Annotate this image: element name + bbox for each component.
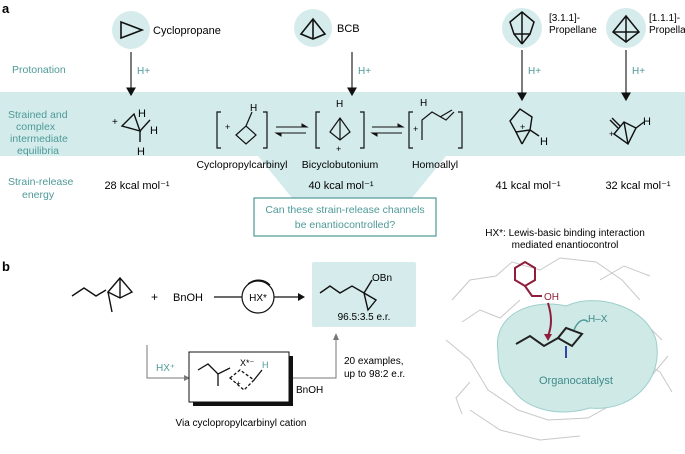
- benzyl-group: [514, 260, 542, 297]
- proton-h: H: [138, 108, 146, 120]
- row-label-protonation: Protonation: [12, 64, 66, 76]
- proton-h: H: [643, 116, 651, 128]
- cation-sign: +: [112, 117, 118, 128]
- catalyst-label: HX*: [249, 293, 267, 304]
- energy-value: 28 kcal mol⁻¹: [104, 180, 169, 192]
- substrate-bcb-structure: [71, 276, 134, 313]
- proton-h: H: [150, 125, 158, 137]
- substrate-label-p111: [1.1.1]-: [649, 13, 680, 24]
- protonation-arrowhead: [126, 87, 136, 97]
- energy-value: 40 kcal mol⁻¹: [308, 180, 373, 192]
- p111-structure: [611, 14, 641, 43]
- cation-sign: +: [336, 144, 341, 154]
- bracket-homoallyl: [408, 109, 463, 149]
- reagent-label: H+: [632, 66, 645, 77]
- scope-text: up to 98:2 e.r.: [344, 369, 405, 380]
- reagent-label: H+: [528, 66, 541, 77]
- protonated-cyclopropane-structure: [120, 112, 151, 142]
- row-label-strain: energy: [22, 189, 55, 201]
- binding-caption: HX*: Lewis-basic binding interaction: [485, 228, 645, 239]
- oh-label: OH: [544, 292, 559, 303]
- hx-bond-label: H–X: [588, 314, 608, 325]
- energy-value: 41 kcal mol⁻¹: [495, 180, 560, 192]
- intermediate-label: Homoallyl: [412, 159, 458, 171]
- p311-structure: [509, 11, 535, 45]
- binding-caption: mediated enantiocontrol: [512, 240, 619, 251]
- proton-h: H: [420, 98, 427, 109]
- question-box: [253, 197, 437, 237]
- cyclopropane-structure: [120, 20, 145, 40]
- plus-sign: +: [151, 290, 158, 304]
- mechanism-arrowhead: [333, 333, 339, 340]
- hx-label: HX⁺: [156, 363, 175, 374]
- bcb-structure: [299, 17, 327, 40]
- question-text: Can these strain-release channels: [265, 204, 424, 216]
- proton-h: H: [262, 360, 269, 370]
- reagent-label: H+: [358, 66, 371, 77]
- panel-b-label: b: [2, 259, 10, 274]
- catalyst-cycle-arc: [247, 279, 271, 286]
- substrate-label-bcb: BCB: [337, 23, 360, 35]
- cation-sign: +: [520, 122, 525, 132]
- protonation-arrowhead: [621, 92, 631, 102]
- product-er: 96.5:3.5 e.r.: [338, 312, 391, 323]
- substrate-label-cyclopropane: Cyclopropane: [153, 25, 221, 37]
- reagent-label: H+: [137, 66, 150, 77]
- row-label-equilibria: Strained and: [8, 109, 68, 121]
- protonated-p311-structure: [509, 108, 540, 145]
- row-label-strain: Strain-release: [8, 176, 74, 188]
- cation-intermediate-structure: [197, 363, 263, 391]
- organocatalyst-label: Organocatalyst: [539, 375, 613, 387]
- proton-h: H: [540, 136, 548, 148]
- substrate-label-p111: Propellane: [649, 25, 685, 36]
- row-label-equilibria: intermediate: [10, 133, 68, 145]
- binding-arrowhead: [544, 334, 552, 341]
- bnoh-reagent: BnOH: [173, 292, 203, 304]
- proton-transfer-arrow: [573, 319, 589, 331]
- bracket-bicyclobutonium: [315, 111, 365, 149]
- equilibria-band: [0, 92, 685, 156]
- catalyst-cycle-circle: [241, 280, 275, 314]
- substrate-label-p311: Propellane: [549, 25, 597, 36]
- reaction-arrowhead: [298, 293, 305, 301]
- substrate-circle-cyclopropane: [112, 11, 150, 49]
- question-text: be enantiocontrolled?: [295, 219, 396, 231]
- bnoh-step-label: BnOH: [296, 385, 323, 396]
- funnel-shape: [258, 156, 446, 198]
- bracket-cyclopropylcarbinyl: [216, 111, 268, 149]
- cation-sign: +: [413, 124, 418, 134]
- proton-h: H: [250, 103, 257, 114]
- via-label: Via cyclopropylcarbinyl cation: [176, 418, 307, 429]
- row-label-equilibria: equilibria: [17, 145, 59, 157]
- product-structure: [319, 279, 378, 312]
- intermediate-box: [188, 351, 290, 403]
- cation-sign: +: [225, 122, 230, 132]
- proton-h: H: [336, 99, 343, 110]
- equilibrium-arrows: [274, 123, 309, 137]
- protonation-arrowhead: [347, 87, 357, 97]
- organocatalyst-blob: [496, 300, 658, 413]
- intermediate-label: Cyclopropylcarbinyl: [196, 159, 287, 171]
- substrate-model-structure: [515, 326, 584, 358]
- protonation-arrowhead: [517, 92, 527, 102]
- product-obn: OBn: [372, 273, 392, 284]
- mechanism-path-out: [290, 338, 337, 379]
- cation-sign: +: [236, 379, 241, 388]
- proton-h: H: [137, 146, 145, 158]
- protonated-p111-structure: [609, 117, 645, 146]
- energy-value: 32 kcal mol⁻¹: [605, 180, 670, 192]
- scope-text: 20 examples,: [344, 356, 403, 367]
- equilibrium-arrows: [370, 123, 405, 137]
- cation-sign: +: [609, 129, 614, 139]
- mechanism-arrowhead: [184, 375, 190, 381]
- row-label-equilibria: complex: [16, 121, 56, 133]
- substrate-label-p311: [3.1.1]-: [549, 13, 580, 24]
- intermediate-label: Bicyclobutonium: [302, 159, 379, 171]
- mechanism-path-in: [146, 345, 186, 379]
- anion-label: X*⁻: [240, 358, 255, 368]
- panel-a-label: a: [2, 1, 10, 16]
- binding-arrow: [547, 302, 552, 337]
